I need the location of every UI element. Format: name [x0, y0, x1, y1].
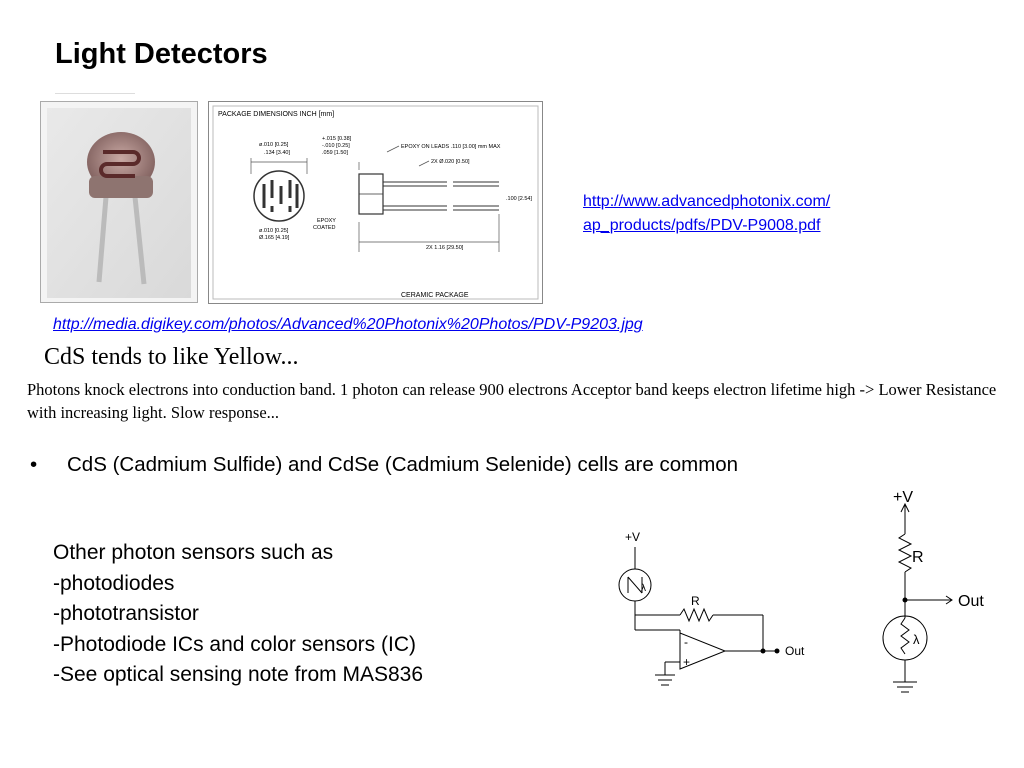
dim-label: .134 [3.40] — [264, 150, 290, 156]
dim-label: -.010 [0.25] — [322, 143, 350, 149]
dim-label: Ø.165 [4.19] — [259, 235, 290, 241]
list-item: -photodiodes — [53, 571, 175, 595]
output-label: Out — [958, 593, 984, 610]
digikey-photo-link[interactable]: http://media.digikey.com/photos/Advanced… — [53, 316, 643, 333]
supply-label: +V — [893, 489, 913, 506]
page-title: Light Detectors — [55, 38, 268, 70]
list-item: -phototransistor — [53, 602, 199, 625]
drawing-footer: CERAMIC PACKAGE — [401, 292, 469, 299]
output-label: Out — [785, 644, 805, 658]
drawing-header: PACKAGE DIMENSIONS INCH [mm] — [218, 111, 334, 118]
dim-label: .100 [2.54] — [506, 196, 532, 202]
other-sensors-list: Other photon sensors such as -photodiode… — [53, 538, 423, 691]
cds-cell-illustration — [47, 108, 191, 298]
dimension-drawing-svg: PACKAGE DIMENSIONS INCH [mm] ø.010 [0.25… — [212, 105, 539, 300]
resistor-label: R — [912, 549, 924, 566]
dim-label: .059 [1.50] — [322, 150, 348, 156]
cds-cell-photo — [40, 93, 198, 303]
photodiode-symbol: λ — [641, 583, 646, 594]
opamp-minus: - — [684, 635, 688, 649]
supply-label: +V — [625, 530, 640, 544]
divider-photoresistor-circuit: +V R λ Out — [882, 489, 984, 693]
list-item: -See optical sensing note from MAS836 — [53, 663, 424, 686]
dim-label: 2X 1.16 [29.50] — [426, 245, 464, 251]
opamp-plus: + — [683, 655, 690, 669]
list-item: -Photodiode ICs and color sensors (IC) — [53, 632, 416, 656]
bullet-marker: • — [30, 453, 38, 476]
dim-label: EPOXY — [317, 218, 336, 224]
dim-label: +.015 [0.38] — [322, 136, 352, 142]
description-paragraph: Photons knock electrons into conduction … — [27, 380, 997, 422]
bullet-text: CdS (Cadmium Sulfide) and CdSe (Cadmium … — [67, 453, 739, 476]
bullet-item: • CdS (Cadmium Sulfide) and CdSe (Cadmium… — [30, 453, 738, 477]
dim-label: EPOXY ON LEADS .110 [3.00] mm MAX — [401, 144, 501, 150]
opamp-photodiode-circuit: +V R λ - + Out — [618, 530, 805, 686]
divider — [55, 93, 135, 94]
package-dimension-drawing: PACKAGE DIMENSIONS INCH [mm] ø.010 [0.25… — [208, 101, 543, 304]
resistor-label: R — [691, 594, 700, 608]
dim-label: COATED — [313, 225, 336, 231]
dim-label: 2X Ø.020 [0.50] — [431, 159, 470, 165]
dim-label: ø.010 [0.25] — [259, 142, 289, 148]
photoresistor-symbol: λ — [913, 632, 920, 647]
dim-label: ø.010 [0.25] — [259, 228, 289, 234]
subtitle: CdS tends to like Yellow... — [44, 344, 299, 370]
list-item: Other photon sensors such as — [53, 541, 334, 564]
advancedphotonix-link-cont[interactable]: ap_products/pdfs/PDV-P9008.pdf — [583, 217, 821, 234]
advancedphotonix-link[interactable]: http://www.advancedphotonix.com/ — [583, 193, 831, 210]
